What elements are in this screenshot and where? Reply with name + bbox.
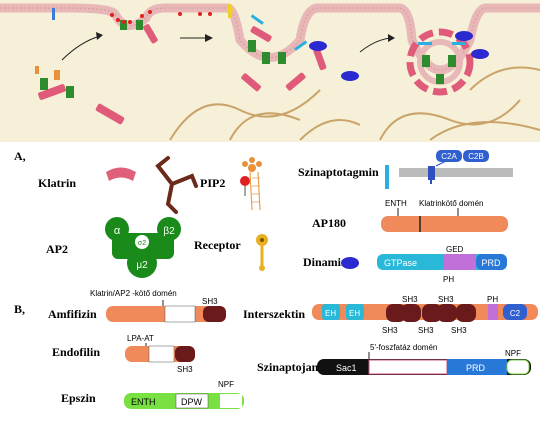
- int-sh3-bot1: SH3: [382, 326, 398, 335]
- phosphatase-label: 5'-foszfatáz domén: [370, 343, 437, 352]
- prd-label: PRD: [481, 258, 501, 268]
- dinamin-label: Dinamin: [303, 255, 348, 269]
- int-ph-label: PH: [487, 295, 498, 304]
- ap180-enth-label: ENTH: [385, 199, 407, 208]
- szinaptojanin-label: Szinaptojanin: [257, 360, 329, 374]
- panel-letter-b: B,: [14, 302, 25, 316]
- legend-pip2: PIP2: [200, 157, 262, 211]
- panel-letter-a: A,: [14, 149, 26, 163]
- prd-domain: [476, 254, 507, 270]
- sh3-a: [386, 304, 406, 322]
- pip2-label: PIP2: [200, 176, 225, 190]
- epszin-label: Epszin: [61, 391, 96, 405]
- eh2-label: EH: [349, 309, 360, 318]
- clathrin-arc-icon: [106, 167, 136, 181]
- int-sh3-bot2: SH3: [418, 326, 434, 335]
- legend-ap180: ENTH Klatrinkötő domén AP180: [312, 199, 508, 232]
- syn-prd-domain: [447, 359, 507, 375]
- gtpase-label: GTPase: [384, 258, 417, 268]
- sac1-label: Sac1: [336, 363, 357, 373]
- tm-segment: [385, 165, 389, 189]
- protein-epszin: Epszin NPF ENTH DPW: [61, 380, 244, 409]
- ap2-mu2: μ2: [136, 260, 148, 271]
- endocytosis-illustration: [0, 0, 540, 142]
- receptor-icon: [256, 234, 268, 271]
- endo-sh3-domain: [175, 346, 195, 362]
- c2b-domain: [463, 150, 489, 162]
- pip2-icon: [240, 157, 262, 211]
- int-sh3-top2: SH3: [438, 295, 454, 304]
- c2-label: C2: [510, 309, 521, 318]
- legend-szinaptotagmin: Szinaptotagmin C2A C2B: [298, 150, 513, 189]
- amf-sh3-domain: [203, 306, 226, 322]
- protein-endofilin: LPA-AT Endofilin SH3: [52, 334, 195, 374]
- protein-amfifizin: Klatrin/AP2 -kötő domén SH3 Amfifizin: [48, 289, 226, 323]
- lpa-at-label: LPA-AT: [127, 334, 154, 343]
- eh1-label: EH: [325, 309, 336, 318]
- klatrin-label: Klatrin: [38, 176, 76, 190]
- amf-sh3-label: SH3: [202, 297, 218, 306]
- ph-domain: [444, 254, 476, 270]
- epszin-enth-label: ENTH: [131, 397, 156, 407]
- amf-domain-label: Klatrin/AP2 -kötő domén: [90, 289, 177, 298]
- sh3-b: [401, 304, 421, 322]
- legend-ap2: AP2 α β2 σ2 μ2: [46, 217, 181, 278]
- int-sh3-top1: SH3: [402, 295, 418, 304]
- ap2-sigma2: σ2: [138, 240, 146, 247]
- c2a-label: C2A: [441, 152, 457, 161]
- amfifizin-label: Amfifizin: [48, 307, 97, 321]
- ap180-bar: [381, 216, 508, 232]
- endo-sh3-label: SH3: [177, 365, 193, 374]
- szinaptotagmin-label: Szinaptotagmin: [298, 165, 379, 179]
- ap180-label: AP180: [312, 216, 346, 230]
- endofilin-label: Endofilin: [52, 345, 100, 359]
- ap2-alpha: α: [114, 225, 121, 237]
- sh3-e: [456, 304, 476, 322]
- dynamin-ellipse-icon: [341, 257, 359, 269]
- ap2-beta2: β2: [163, 226, 175, 237]
- ap2-label: AP2: [46, 242, 68, 256]
- int-sh3-bot3: SH3: [451, 326, 467, 335]
- sh3-c: [422, 304, 442, 322]
- clathrin-triskelion-icon: [155, 156, 198, 214]
- szinaptotagmin-bar: [399, 168, 513, 177]
- syn-npf-label: NPF: [505, 349, 521, 358]
- protein-interszektin: Interszektin EH EH C2 SH3 SH3 PH SH3 SH3…: [243, 295, 538, 335]
- sh3-d: [437, 304, 457, 322]
- c2a-domain: [436, 150, 462, 162]
- legend-receptor: Receptor: [194, 234, 268, 271]
- ged-label: GED: [446, 245, 464, 254]
- ap180-klatrin-label: Klatrinkötő domén: [419, 199, 483, 208]
- protein-szinaptojanin: 5'-foszfatáz domén Szinaptojanin Sac1 PR…: [257, 343, 531, 375]
- ap2-icon: [105, 217, 181, 278]
- c2b-label: C2B: [468, 152, 484, 161]
- interszektin-label: Interszektin: [243, 307, 305, 321]
- legend-klatrin: Klatrin: [38, 156, 198, 214]
- ph-label: PH: [443, 275, 454, 284]
- epszin-npf-label: NPF: [218, 380, 234, 389]
- receptor-label: Receptor: [194, 238, 241, 252]
- dpw-label: DPW: [181, 397, 203, 407]
- legend-dinamin: Dinamin GED GTPase PRD PH: [303, 245, 507, 284]
- syn-prd-label: PRD: [466, 363, 486, 373]
